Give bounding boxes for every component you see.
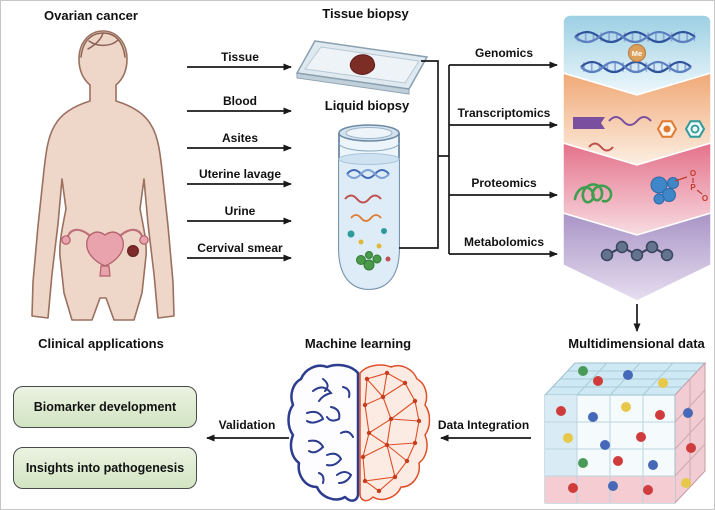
patient-figure-icon (31, 30, 175, 321)
brain-icon (287, 363, 431, 502)
phosphate-o-top: O (690, 169, 696, 178)
phosphate-group-icon: O P O (690, 169, 708, 203)
omics-panels: Me O P O (562, 14, 712, 302)
protein-icons: O P O (573, 169, 708, 205)
sample-label-blood: Blood (223, 94, 257, 108)
sample-label-urine: Urine (224, 204, 256, 218)
tissue-slide-icon (295, 40, 429, 95)
tissue-biopsy-label: Tissue biopsy (322, 6, 409, 21)
data-cube-icon (543, 361, 707, 505)
methylation-badge-label: Me (632, 49, 642, 58)
sample-label-cervival-smear: Cervival smear (197, 241, 283, 255)
dna-helix-icon: Me (574, 30, 696, 74)
insights-pathogenesis-box: Insights into pathogenesis (13, 447, 197, 489)
validation-label: Validation (218, 418, 276, 432)
rna-icons (573, 116, 706, 152)
sample-label-asites: Asites (221, 131, 259, 145)
sample-label-uterine-lavage: Uterine lavage (198, 167, 282, 181)
sample-label-tissue: Tissue (221, 50, 259, 64)
methylation-badge-icon (627, 43, 647, 63)
data-points (556, 366, 696, 495)
data-integration-label: Data Integration (437, 418, 530, 432)
tumor-spot-icon (127, 245, 139, 257)
ovarian-cancer-label: Ovarian cancer (44, 8, 138, 23)
brain-left-half (287, 363, 360, 502)
omics-label-proteomics: Proteomics (471, 176, 537, 190)
tube-contents-icons (344, 169, 391, 271)
omics-label-genomics: Genomics (474, 46, 534, 60)
omics-label-transcriptomics: Transcriptomics (457, 106, 551, 120)
brain-mesh-nodes (360, 370, 422, 494)
phosphate-p: P (690, 183, 696, 192)
test-tube-icon (338, 124, 400, 290)
multidimensional-data-label: Multidimensional data (568, 336, 705, 351)
machine-learning-label: Machine learning (304, 336, 412, 351)
biomarker-development-box: Biomarker development (13, 386, 197, 428)
clinical-applications-label: Clinical applications (38, 336, 164, 351)
phosphate-o-side: O (702, 194, 708, 203)
omics-label-metabolomics: Metabolomics (463, 235, 544, 249)
liquid-biopsy-label: Liquid biopsy (324, 98, 410, 113)
tissue-sample-icon (349, 54, 376, 75)
hair-strokes (80, 32, 126, 58)
brain-gyri-strokes (306, 378, 354, 484)
molecule-icon (600, 240, 674, 262)
uterus-icon (61, 228, 149, 277)
